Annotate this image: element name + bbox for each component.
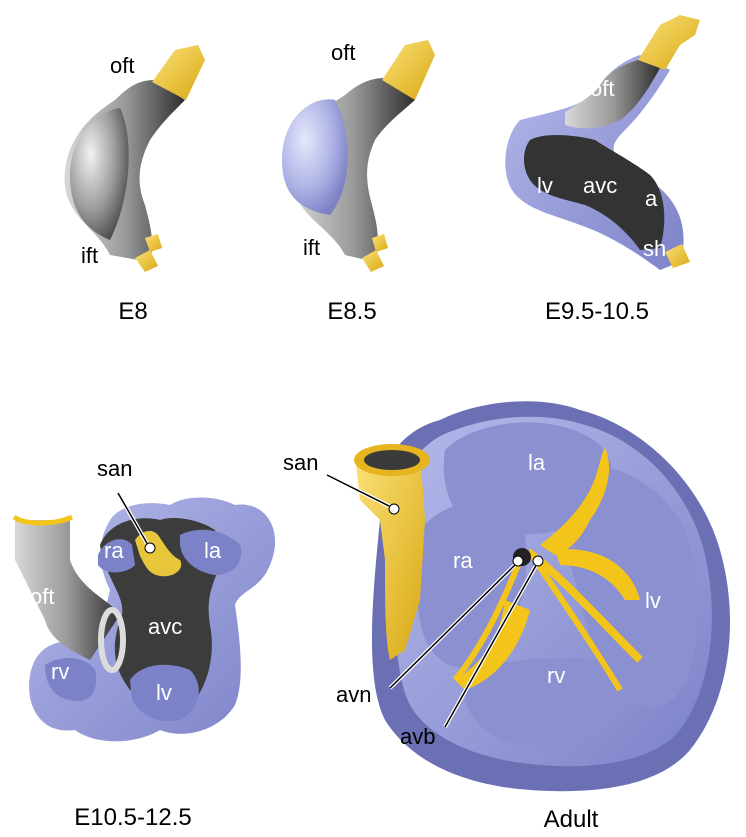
e105-label-oft: oft bbox=[30, 584, 54, 609]
e8-label-ift: ift bbox=[81, 243, 98, 268]
e105-label-la: la bbox=[204, 538, 222, 563]
e105-heart bbox=[14, 498, 275, 742]
adult-label-san: san bbox=[283, 450, 318, 475]
e95-caption: E9.5-10.5 bbox=[545, 298, 649, 325]
e95-label-avc: avc bbox=[583, 173, 617, 198]
adult-label-ra: ra bbox=[453, 548, 473, 573]
e85-caption: E8.5 bbox=[327, 298, 376, 325]
e95-label-a: a bbox=[645, 186, 658, 211]
adult-label-avn: avn bbox=[336, 682, 371, 707]
adult-label-avb: avb bbox=[400, 724, 435, 749]
e105-label-lv: lv bbox=[156, 680, 172, 705]
e105-label-san: san bbox=[97, 456, 132, 481]
adult-caption: Adult bbox=[544, 806, 599, 833]
e105-caption: E10.5-12.5 bbox=[74, 804, 191, 831]
e85-label-oft: oft bbox=[331, 40, 355, 65]
panel-e10-5: san oft ra la avc rv lv E10.5-12.5 bbox=[14, 456, 275, 831]
e85-label-ift: ift bbox=[303, 235, 320, 260]
e95-label-lv: lv bbox=[537, 173, 553, 198]
panel-e8-5: oft ift E8.5 bbox=[282, 40, 435, 325]
adult-label-la: la bbox=[528, 450, 546, 475]
adult-label-lv: lv bbox=[645, 588, 661, 613]
e105-label-rv: rv bbox=[51, 659, 69, 684]
panel-e9-5: oft lv avc a sh E9.5-10.5 bbox=[505, 15, 700, 325]
e8-heart-tube bbox=[65, 45, 205, 272]
e95-heart-tube bbox=[505, 15, 700, 270]
e95-label-sh: sh bbox=[643, 236, 666, 261]
panel-e8: oft ift E8 bbox=[65, 45, 205, 325]
adult-label-rv: rv bbox=[547, 663, 565, 688]
e8-caption: E8 bbox=[118, 298, 147, 325]
e105-label-ra: ra bbox=[104, 538, 124, 563]
e105-label-avc: avc bbox=[148, 614, 182, 639]
e8-label-oft: oft bbox=[110, 53, 134, 78]
panel-adult: san la ra lv rv avn avb Adult bbox=[283, 401, 730, 833]
e95-label-oft: oft bbox=[590, 76, 614, 101]
